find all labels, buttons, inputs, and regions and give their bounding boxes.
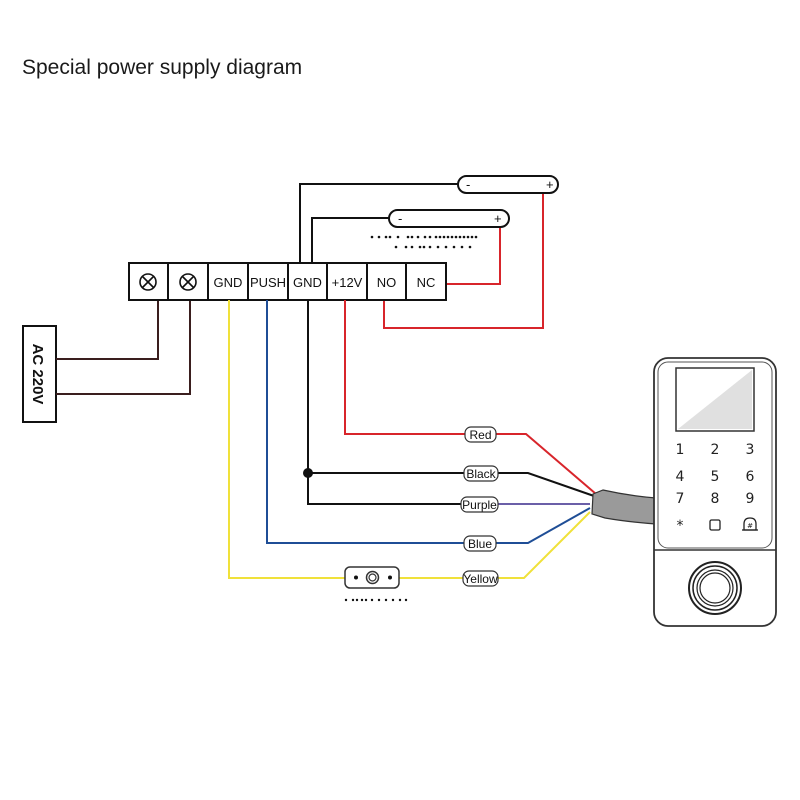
svg-text:Red: Red: [469, 428, 491, 442]
keypad-cable: [591, 489, 657, 525]
key-7[interactable]: 7: [676, 491, 685, 507]
terminal-12v: +12V: [332, 275, 363, 290]
black-wire-right: [498, 472, 595, 497]
ac-wire-1: [56, 300, 159, 360]
blue-wire-right: [496, 507, 591, 544]
key-9[interactable]: 9: [746, 491, 755, 507]
lock2-minus-wire: [311, 217, 390, 263]
lock-dots-text: [370, 235, 478, 249]
key-1[interactable]: 1: [676, 442, 685, 458]
terminal-gnd-2: GND: [293, 275, 322, 290]
cross-circle-icon: [139, 273, 157, 291]
electric-lock-1: - +: [457, 175, 559, 194]
terminal-no: NO: [377, 275, 397, 290]
ac-power-box: [22, 325, 57, 423]
wire-label-blue: Blue: [463, 535, 497, 552]
junction-dot: [303, 468, 313, 478]
terminal-block: GND PUSH GND +12V NO NC: [128, 262, 447, 301]
lock2-plus-label: +: [494, 211, 502, 226]
red-wire-left: [344, 300, 465, 435]
key-4[interactable]: 4: [676, 469, 685, 485]
cross-circle-icon: [179, 273, 197, 291]
key-3[interactable]: 3: [746, 442, 755, 458]
lock1-plus-label: +: [546, 177, 554, 192]
key-star[interactable]: *: [677, 518, 684, 534]
wire-label-black: Black: [463, 465, 499, 482]
key-2[interactable]: 2: [711, 442, 720, 458]
ac-power-label: AC 220V: [29, 344, 46, 405]
key-0[interactable]: [709, 519, 721, 531]
wire-label-red: Red: [464, 426, 497, 443]
wire-label-purple: Purple: [460, 496, 499, 513]
blue-wire-left: [266, 300, 464, 544]
bell-icon[interactable]: #: [742, 517, 758, 531]
key-5[interactable]: 5: [711, 469, 720, 485]
yellow-wire-left: [228, 300, 345, 579]
ac-power-source: AC 220V: [22, 325, 57, 423]
svg-text:Yellow: Yellow: [463, 572, 498, 586]
lock2-plus-wire: [445, 226, 501, 285]
exit-button-dots-text: [344, 598, 408, 602]
electric-lock-2: - +: [388, 209, 510, 228]
terminal-gnd-1: GND: [214, 275, 243, 290]
terminal-push: PUSH: [250, 275, 286, 290]
svg-text:Purple: Purple: [462, 498, 497, 512]
exit-button: [344, 566, 400, 589]
key-6[interactable]: 6: [746, 469, 755, 485]
terminal-nc: NC: [417, 275, 436, 290]
access-control-keypad: 1 2 3 4 5 6 7 8 9 * #: [653, 357, 777, 627]
svg-text:#: #: [747, 522, 753, 530]
lock2-minus-label: -: [398, 211, 402, 226]
wire-label-yellow: Yellow: [462, 570, 499, 587]
gnd-wire-purple-side: [307, 300, 461, 505]
lock1-minus-wire: [299, 183, 460, 263]
key-8[interactable]: 8: [711, 491, 720, 507]
yellow-wire-right: [498, 511, 591, 579]
lock1-minus-label: -: [466, 177, 470, 192]
diagram-title: Special power supply diagram: [22, 56, 303, 79]
svg-text:Black: Black: [466, 467, 496, 481]
ac-wire-2: [56, 300, 191, 395]
fingerprint-sensor[interactable]: [688, 561, 742, 615]
red-wire-right: [496, 433, 597, 495]
svg-text:Blue: Blue: [468, 537, 492, 551]
screen-glare: [678, 370, 752, 429]
lock1-plus-wire: [383, 192, 544, 329]
